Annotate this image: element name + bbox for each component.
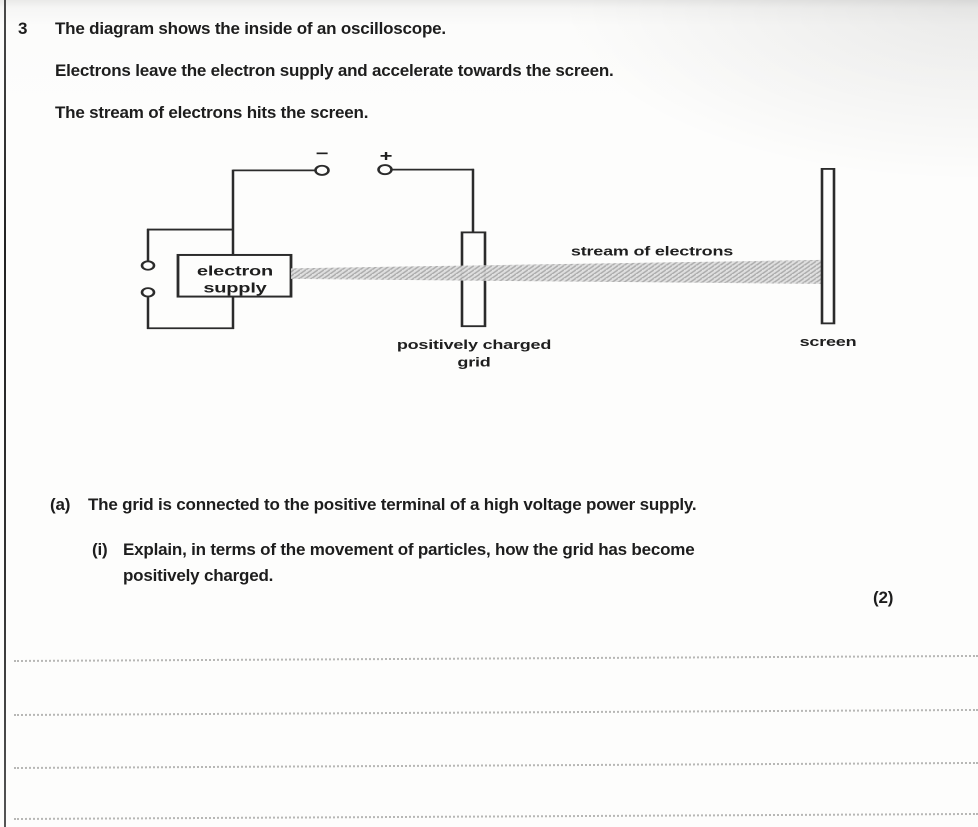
grid-label-line2: grid [457,356,490,370]
intro-line-3: The stream of electrons hits the screen. [55,103,369,122]
answer-line-3 [13,761,978,769]
question-number: 3 [18,19,28,38]
electron-supply-label-line1: electron [197,262,273,278]
electron-beam [291,259,822,284]
screen-label: screen [800,335,857,349]
part-a-i-label: (i) [92,540,108,559]
part-a-label: (a) [50,495,71,514]
intro-line-1: The diagram shows the inside of an oscil… [55,19,446,38]
supply-terminal-circle-bottom [140,287,156,298]
plus-terminal-circle [377,164,393,176]
supply-terminal-circle-top [140,260,156,271]
minus-terminal-circle [314,164,330,176]
answer-line-2 [13,708,978,716]
minus-sign-label: − [316,145,329,162]
answer-line-4 [13,812,978,820]
grid-label-line1: positively charged [397,338,551,352]
oscilloscope-diagram: − + electron supply stream of electrons … [140,145,857,370]
plus-sign-label: + [380,148,393,165]
screen-plate [820,167,836,325]
answer-line-1 [13,654,978,662]
marks-badge: (2) [873,588,894,607]
part-a-text: The grid is connected to the positive te… [88,495,697,514]
page-edge-line [4,0,6,827]
part-a-i-text-line2: positively charged. [123,566,274,585]
part-a-i-text-line1: Explain, in terms of the movement of par… [123,540,695,559]
electron-supply-label-line2: supply [203,279,267,295]
intro-line-2: Electrons leave the electron supply and … [55,61,614,80]
stream-of-electrons-label: stream of electrons [571,245,734,259]
